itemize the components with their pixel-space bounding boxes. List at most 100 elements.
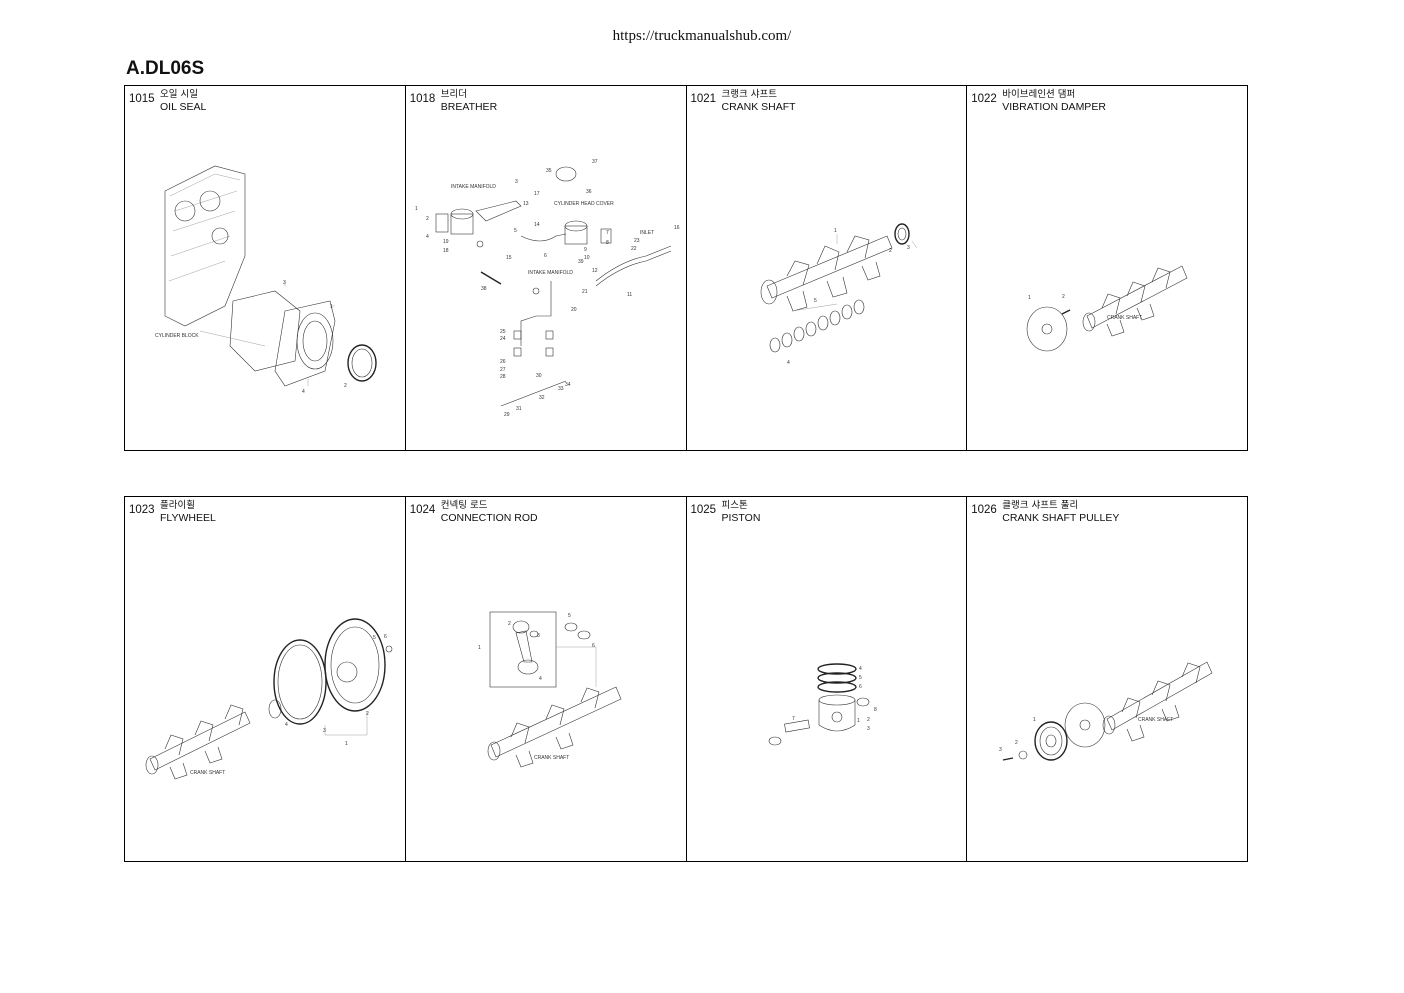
callout-2: 2 [1015,740,1018,746]
label-cylinder-head-cover: CYLINDER HEAD COVER [554,201,614,207]
part-names: 브리더 BREATHER [441,89,497,113]
bearing-rings [769,299,864,353]
panel-connection-rod: 1024 컨넥팅 로드 CONNECTION ROD CRANK SHAFT 1… [406,497,687,861]
panel-breather: 1018 브리더 BREATHER INTAKE MA [406,86,687,450]
label-inlet: INLET [640,230,654,236]
callout-7: 7 [792,716,795,722]
callout-2: 2 [1062,294,1065,300]
parts-grid-row-1: 1015 오일 시일 OIL SEAL CYLINDER BLOCK 1 2 3… [124,85,1248,451]
callout-2: 2 [366,711,369,717]
callout-2: 2 [426,216,429,222]
callout-34: 34 [565,382,571,388]
callout-4: 4 [285,722,288,728]
part-name-korean: 클랭크 샤프트 풀리 [1002,500,1079,511]
callout-2: 2 [344,383,347,389]
vibration-damper-diagram: 1 2 CRANK SHAFT [1026,265,1188,352]
callout-14: 14 [534,222,540,228]
callout-4: 4 [426,234,429,240]
parts-grid-row-2: 1023 플라이휠 FLYWHEEL CRANK SHAFT 1 2 3 4 [124,496,1248,862]
crank-shaft-pulley-diagram: CRANK SHAFT 1 2 3 [999,661,1213,761]
part-name-english: FLYWHEEL [160,512,216,524]
callout-18: 18 [443,248,449,254]
label-intake-manifold: INTAKE MANIFOLD [451,184,496,190]
callout-16: 16 [674,225,680,231]
flywheel-diagram: CRANK SHAFT 1 2 3 4 5 6 [145,618,393,780]
part-code: 1015 [129,93,155,105]
callout-15: 15 [506,255,512,261]
callout-3: 3 [867,726,870,732]
callout-6: 6 [859,684,862,690]
part-names: 컨넥팅 로드 CONNECTION ROD [441,500,538,524]
label-intake-manifold-2: INTAKE MANIFOLD [528,270,573,276]
breather-diagram: INTAKE MANIFOLD CYLINDER HEAD COVER INLE… [415,159,680,418]
panel-piston: 1025 피스톤 PISTON 1 2 3 4 5 6 7 8 [687,497,968,861]
part-names: 크랭크 샤프트 CRANK SHAFT [722,89,796,113]
callout-3: 3 [323,728,326,734]
label-crank-shaft: CRANK SHAFT [1138,717,1173,723]
callout-1: 1 [330,304,333,310]
part-name-english: CRANK SHAFT PULLEY [1002,512,1120,524]
part-names: 피스톤 PISTON [722,500,761,524]
callout-12: 12 [592,268,598,274]
callout-37: 37 [592,159,598,165]
callout-27: 27 [500,367,506,373]
part-names: 오일 시일 OIL SEAL [160,89,206,113]
callout-39: 39 [578,259,584,265]
part-name-korean: 컨넥팅 로드 [440,500,488,511]
part-code: 1022 [971,93,997,105]
callout-3: 3 [907,245,910,251]
panel-flywheel: 1023 플라이휠 FLYWHEEL CRANK SHAFT 1 2 3 4 [125,497,406,861]
part-name-english: BREATHER [440,101,498,113]
callout-1: 1 [415,206,418,212]
callout-24: 24 [500,336,506,342]
label-crank-shaft: CRANK SHAFT [1107,315,1142,321]
callout-5: 5 [514,228,517,234]
callout-2: 2 [867,717,870,723]
callout-19: 19 [443,239,449,245]
part-name-korean: 플라이휠 [160,500,195,511]
callout-1: 1 [345,741,348,747]
callout-2: 2 [889,248,892,254]
callout-13: 13 [523,201,529,207]
callout-4: 4 [302,389,305,395]
part-name-korean: 바이브레인션 댐퍼 [1002,89,1076,100]
panel-crank-shaft-pulley: 1026 클랭크 샤프트 풀리 CRANK SHAFT PULLEY CRANK… [967,497,1247,861]
panel-oil-seal: 1015 오일 시일 OIL SEAL CYLINDER BLOCK 1 2 3… [125,86,406,450]
part-names: 바이브레인션 댐퍼 VIBRATION DAMPER [1002,89,1106,113]
part-name-english: OIL SEAL [160,101,207,113]
callout-3: 3 [537,633,540,639]
piston-diagram: 1 2 3 4 5 6 7 8 [768,663,877,746]
callout-22: 22 [631,246,637,252]
callout-6: 6 [384,634,387,640]
panel-crank-shaft: 1021 크랭크 샤프트 CRANK SHAFT [687,86,968,450]
callout-25: 25 [500,329,506,335]
part-name-english: CONNECTION ROD [440,512,538,524]
part-code: 1021 [690,93,717,105]
part-name-korean: 크랭크 샤프트 [721,89,777,100]
callout-4: 4 [859,666,862,672]
callout-3: 3 [999,747,1002,753]
callout-5: 5 [814,298,817,304]
callout-17: 17 [534,191,540,197]
part-name-korean: 오일 시일 [160,89,198,100]
callout-1: 1 [1028,295,1031,301]
callout-32: 32 [539,395,545,401]
part-names: 클랭크 샤프트 풀리 CRANK SHAFT PULLEY [1002,500,1119,524]
source-url: https://truckmanualshub.com/ [612,28,792,44]
part-name-korean: 브리더 [440,89,467,100]
callout-4: 4 [787,360,790,366]
part-code: 1024 [409,504,436,516]
callout-5: 5 [373,635,376,641]
callout-29: 29 [504,412,510,418]
callout-26: 26 [500,359,506,365]
part-name-english: PISTON [721,512,761,524]
crank-shaft-diagram: 1 2 3 4 5 [760,223,917,366]
callout-33: 33 [558,386,564,392]
callout-3: 3 [515,179,518,185]
callout-11: 11 [627,292,632,298]
part-name-english: VIBRATION DAMPER [1002,101,1106,113]
part-code: 1018 [409,93,436,105]
callout-1: 1 [1033,717,1036,723]
callout-4: 4 [539,676,542,682]
document-title: A.DL06S [126,58,205,79]
